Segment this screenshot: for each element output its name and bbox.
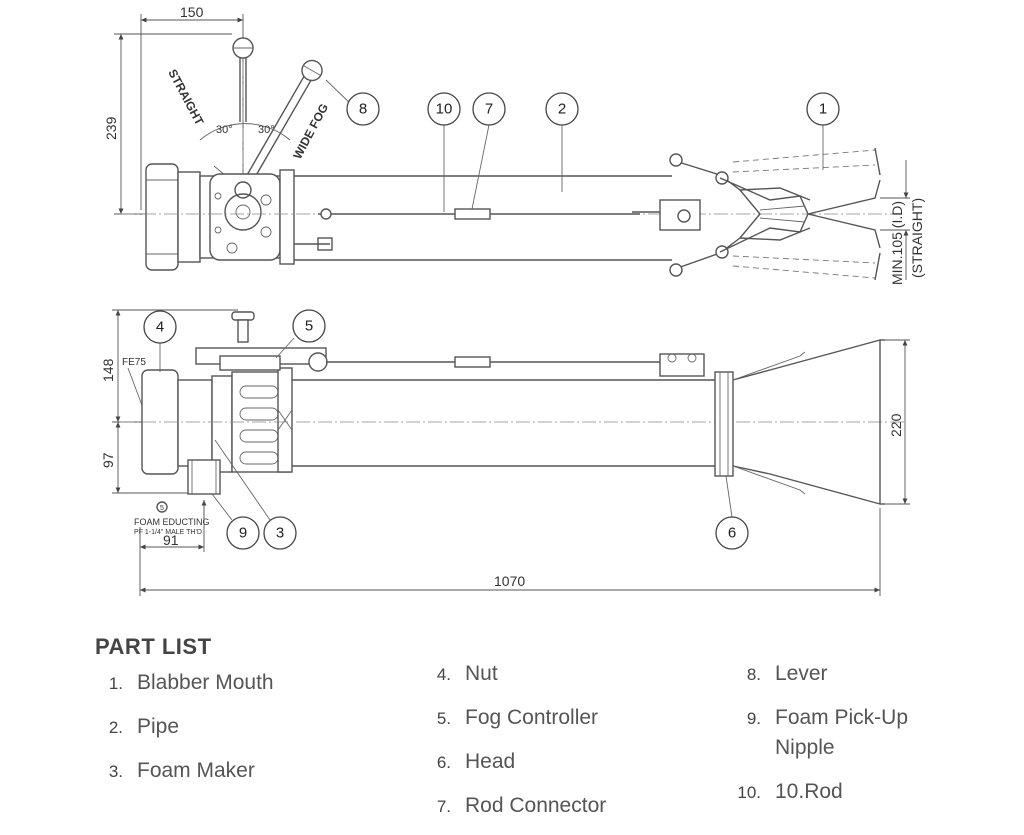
item-number: 9. — [746, 709, 761, 728]
item-name: Head — [465, 750, 516, 773]
dim-150: 150 — [180, 4, 204, 20]
callout-4: 4 — [143, 310, 177, 344]
item-name: Pipe — [137, 715, 180, 738]
item-number: 7. — [436, 797, 451, 816]
item-number: 2. — [108, 718, 123, 737]
dim-straight-note: (STRAIGHT) — [909, 198, 925, 278]
callout-8: 8 — [346, 92, 380, 126]
item-number: 4. — [436, 665, 451, 684]
svg-text:7: 7 — [485, 101, 493, 118]
callout-9: 9 — [226, 516, 260, 550]
dim-97: 97 — [100, 452, 116, 468]
item-number: 5. — [436, 709, 451, 728]
angle-right-label: 30° — [258, 124, 275, 136]
wide-fog-label: WIDE FOG — [290, 101, 331, 161]
item-number: 6. — [436, 753, 451, 772]
dim-239: 239 — [103, 116, 119, 140]
svg-text:6: 6 — [728, 525, 736, 542]
svg-text:1: 1 — [819, 101, 827, 118]
svg-text:4: 4 — [156, 319, 164, 336]
part-list: PART LIST 1. Blabber Mouth 2. Pipe 3. Foam … — [95, 634, 995, 824]
callout-10: 10 — [427, 92, 461, 126]
dim-220: 220 — [888, 413, 904, 437]
svg-text:3: 3 — [276, 525, 284, 542]
dim-min-id: MIN.105 (I.D) — [889, 201, 905, 285]
svg-text:9: 9 — [239, 525, 247, 542]
callout-6: 6 — [715, 516, 749, 550]
item-name: Fog Controller — [465, 706, 599, 729]
foam-educting-note: FOAM EDUCTING — [134, 517, 210, 527]
fe75-label: FE75 — [122, 357, 146, 368]
callout-2: 2 — [545, 92, 579, 126]
item-number: 10. — [737, 783, 761, 802]
callout-5: 5 — [292, 309, 326, 343]
svg-text:8: 8 — [359, 101, 367, 118]
callout-7: 7 — [472, 92, 506, 126]
eductor-thread-note: PF 1-1/4" MALE TH'D — [134, 529, 202, 536]
item-name: Foam Maker — [137, 759, 255, 782]
small-ref-5: 5 — [160, 505, 164, 512]
svg-text:2: 2 — [558, 101, 566, 118]
item-number: 1. — [108, 674, 123, 693]
dim-148: 148 — [100, 358, 116, 382]
item-name: 10.Rod — [775, 780, 843, 803]
svg-text:10: 10 — [436, 101, 453, 118]
item-name: Foam Pick-Up Nipple — [775, 706, 909, 759]
angle-left-label: 30° — [216, 124, 233, 136]
top-view: 150 239 30° 30° STRAIGHT WIDE FOG — [103, 4, 925, 285]
dim-1070: 1070 — [494, 573, 525, 589]
nozzle-technical-drawing: 150 239 30° 30° STRAIGHT WIDE FOG — [100, 4, 925, 596]
item-number: 3. — [108, 762, 123, 781]
callout-3: 3 — [263, 516, 297, 550]
item-number: 8. — [746, 665, 761, 684]
item-name: Rod Connector — [465, 794, 607, 817]
straight-label: STRAIGHT — [165, 67, 206, 128]
item-name: Blabber Mouth — [137, 671, 274, 694]
item-name: Nut — [465, 662, 498, 685]
callout-1: 1 — [806, 92, 840, 126]
svg-text:5: 5 — [305, 318, 313, 335]
item-name: Lever — [775, 662, 828, 685]
part-list-title: PART LIST — [95, 634, 212, 659]
side-view: 148 97 FE75 — [100, 309, 910, 596]
dim-91: 91 — [163, 532, 179, 548]
